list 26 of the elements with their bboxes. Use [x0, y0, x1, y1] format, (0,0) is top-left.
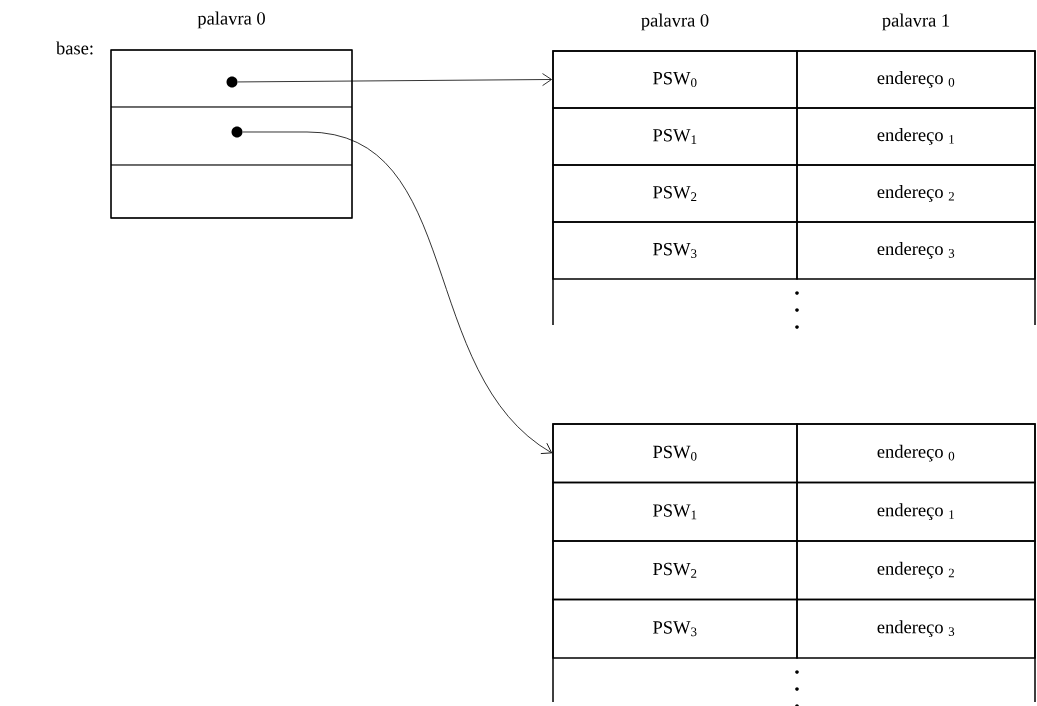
table-cell: endereço $_{2}$ — [796, 164, 1036, 223]
column-heading: palavra 1 — [882, 13, 950, 31]
table-cell: endereço $_{0}$ — [796, 50, 1036, 109]
table-cell: endereço $_{1}$ — [796, 107, 1036, 166]
column-heading: palavra 0 — [641, 13, 709, 31]
table-cell: PSW$_{0}$ — [552, 423, 798, 484]
table-cell: PSW$_{1}$ — [552, 107, 798, 166]
table-cell: PSW$_{2}$ — [552, 540, 798, 601]
arrow — [242, 131, 553, 454]
table-cell: PSW$_{3}$ — [552, 221, 798, 280]
table-cell: endereço $_{1}$ — [796, 481, 1036, 542]
arrow — [237, 73, 552, 86]
table-cell: endereço $_{0}$ — [796, 423, 1036, 484]
column-heading: palavra 0 — [197, 11, 265, 29]
table-row — [110, 49, 353, 108]
table-cell: PSW$_{1}$ — [552, 481, 798, 542]
table-cell: PSW$_{0}$ — [552, 50, 798, 109]
table-row — [110, 164, 353, 219]
table-cell: endereço $_{2}$ — [796, 540, 1036, 601]
table-cell: PSW$_{2}$ — [552, 164, 798, 223]
label: base: — [56, 41, 93, 55]
table-row — [110, 106, 353, 166]
memory-table — [552, 13, 1036, 326]
table-cell: endereço $_{3}$ — [796, 221, 1036, 280]
table-cell: PSW$_{3}$ — [552, 598, 798, 659]
table-cell: endereço $_{3}$ — [796, 598, 1036, 659]
